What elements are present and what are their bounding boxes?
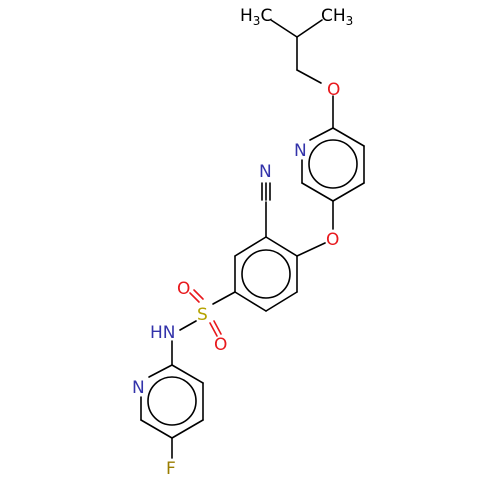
bond-pyr1-c [332,182,365,202]
bond-benz-d [234,291,267,312]
ether-oxygen-top-label: O [327,80,340,100]
bond-s-o-top-1 [189,292,200,303]
bond-s-o-bot-2 [213,320,222,335]
bond-ch3-b [296,19,323,38]
bond-benz-s [212,291,236,305]
bond-pyr1-a [332,127,365,147]
bond-pyr1-f [309,127,334,141]
bond-ch2-o-a [296,69,322,84]
bond-pyr2-a [171,364,204,384]
sulfur-label: S [197,305,208,325]
pyr2-aromatic-ring [147,376,197,426]
bond-benz-a [265,236,298,257]
bonds [140,19,365,459]
bond-ch3-a [270,19,298,38]
fluorine-label: F [166,459,176,479]
methyl-a-label: H3C [240,6,272,28]
methyl-b-label: CH3 [321,6,353,28]
atom-labels: H3C CH3 O N N O O S O HN N F [132,6,353,479]
ether-oxygen-mid-label: O [326,230,339,250]
bond-pyr2-f [148,364,173,378]
amide-nh-label: HN [150,323,176,343]
bond-benz-b [234,236,267,257]
pyridine-bottom-nitrogen-label: N [132,378,145,398]
pyr1-aromatic-ring [308,139,358,189]
hetero-bonds [189,289,222,337]
benzene-aromatic-ring [241,249,291,299]
bond-s-o-bot-1 [209,322,218,337]
bond-pyr2-d [140,419,173,439]
bond-s-o-top-2 [193,289,204,300]
bond-benz-e [265,291,298,312]
pyridine-top-nitrogen-label: N [294,141,307,161]
bond-s-nh [179,320,197,331]
sulfonyl-oxygen-top-label: O [177,279,190,299]
bond-pyr1-d [301,182,334,202]
bond-pyr2-c [171,419,204,439]
nitrile-nitrogen-label: N [259,162,272,182]
sulfonyl-oxygen-bottom-label: O [214,335,227,355]
bond-o-benz [296,242,326,257]
